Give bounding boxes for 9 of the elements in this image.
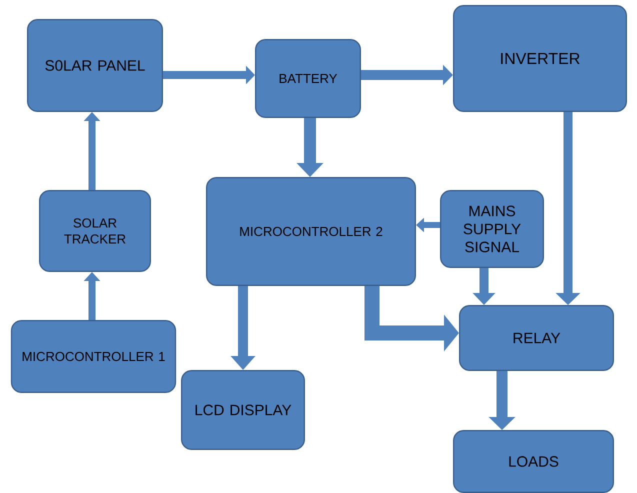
process-box: S0LAR PANEL bbox=[27, 19, 163, 112]
process-box: LOADS bbox=[453, 430, 614, 493]
process-box: MAINS SUPPLY SIGNAL bbox=[440, 190, 544, 268]
process-box: SOLAR TRACKER bbox=[39, 190, 151, 272]
process-box: MICROCONTROLLER 2 bbox=[206, 177, 416, 286]
process-box: MICROCONTROLLER 1 bbox=[10, 320, 176, 393]
process-box: LCD DISPLAY bbox=[181, 370, 305, 450]
process-box: INVERTER bbox=[453, 5, 627, 112]
process-box: BATTERY bbox=[255, 39, 361, 118]
